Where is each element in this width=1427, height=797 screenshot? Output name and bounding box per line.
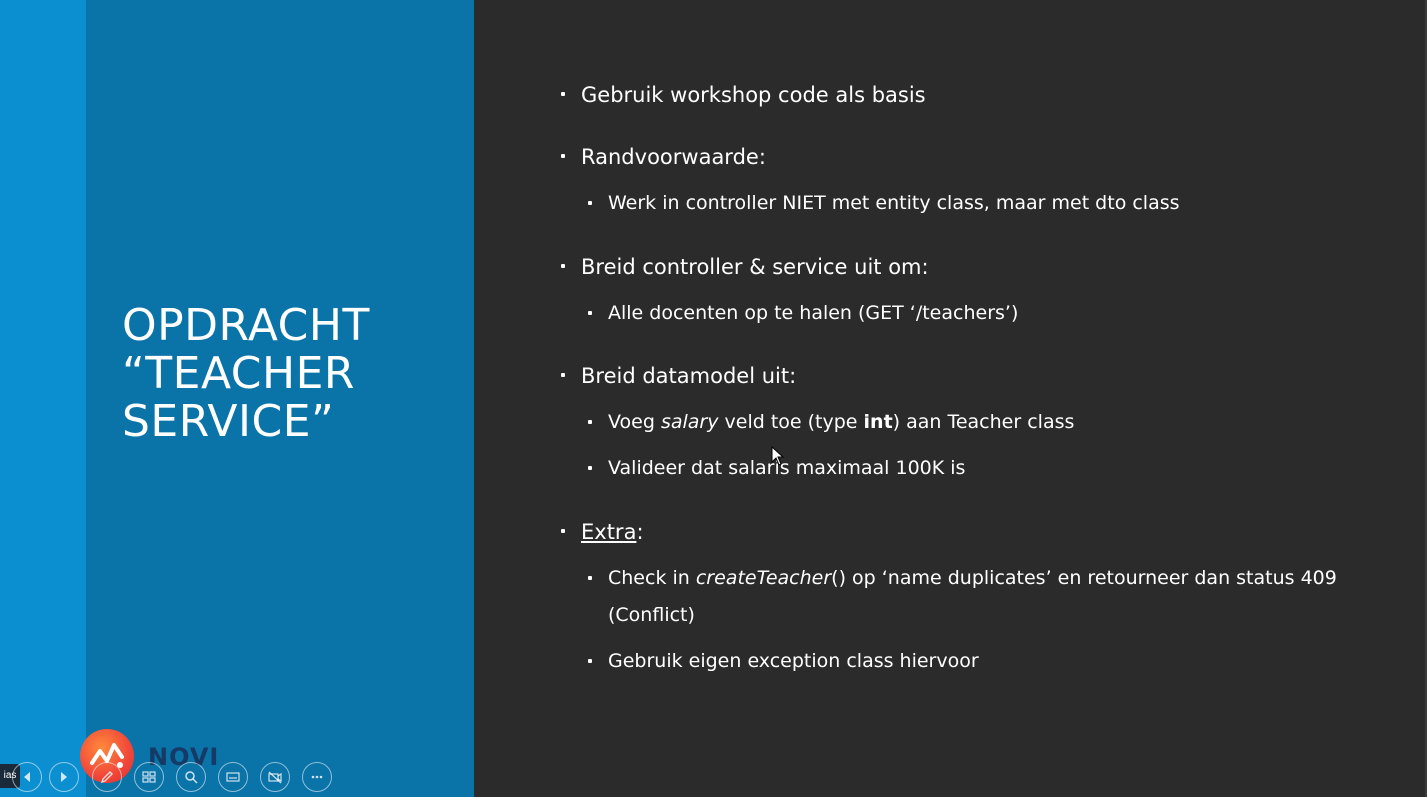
- bullet-dot-icon: [588, 576, 592, 580]
- bullet-datamodel: Breid datamodel uit:: [561, 364, 796, 388]
- pen-icon: [100, 771, 113, 784]
- bullet-dot-icon: [588, 311, 592, 315]
- subtitles-icon: [226, 772, 240, 782]
- subbullet-salary-field: Voeg salary veld toe (type int) aan Teac…: [588, 411, 1074, 433]
- bullet-dot-icon: [588, 659, 592, 663]
- bullet-workshop-code: Gebruik workshop code als basis: [561, 83, 926, 107]
- subbullet-validate-salary: Valideer dat salaris maximaal 100K is: [588, 457, 965, 479]
- previous-button[interactable]: [12, 762, 42, 792]
- bullet-dot-icon: [588, 466, 592, 470]
- subbullet-check-duplicates: Check in createTeacher() op ‘name duplic…: [588, 567, 1337, 589]
- bullet-extra: Extra:: [561, 520, 644, 544]
- accent-stripe: [0, 0, 86, 797]
- camera-button[interactable]: [260, 762, 290, 792]
- subbullet-check-duplicates-line2: (Conflict): [608, 604, 695, 626]
- bullet-dot-icon: [588, 420, 592, 424]
- more-icon: [311, 775, 323, 779]
- slides-icon: [142, 771, 156, 783]
- next-icon: [61, 772, 67, 782]
- subbullet-own-exception: Gebruik eigen exception class hiervoor: [588, 650, 979, 672]
- previous-icon: [24, 772, 30, 782]
- zoom-button[interactable]: [176, 762, 206, 792]
- bullet-controller-service: Breid controller & service uit om:: [561, 255, 929, 279]
- mouse-cursor-icon: [771, 446, 785, 466]
- bullet-dot-icon: [561, 529, 565, 533]
- slide-title-line-3: SERVICE”: [122, 396, 335, 447]
- subbullet-get-teachers: Alle docenten op te halen (GET ‘/teacher…: [588, 302, 1018, 324]
- zoom-icon: [185, 771, 198, 784]
- subbullet-dto-class: Werk in controller NIET met entity class…: [588, 192, 1180, 214]
- see-all-slides-button[interactable]: [134, 762, 164, 792]
- slide-title-line-2: “TEACHER: [122, 348, 355, 399]
- content-panel: [474, 0, 1427, 797]
- window-edge: [1425, 0, 1427, 797]
- bullet-randvoorwaarde: Randvoorwaarde:: [561, 145, 766, 169]
- next-button[interactable]: [49, 762, 79, 792]
- bullet-dot-icon: [588, 201, 592, 205]
- bullet-dot-icon: [561, 264, 565, 268]
- bullet-dot-icon: [561, 373, 565, 377]
- more-options-button[interactable]: [302, 762, 332, 792]
- slide-title: OPDRACHT “TEACHER SERVICE”: [122, 302, 462, 446]
- camera-off-icon: [268, 771, 282, 784]
- bullet-dot-icon: [561, 154, 565, 158]
- pen-button[interactable]: [92, 762, 122, 792]
- title-panel: [86, 0, 474, 797]
- subtitles-button[interactable]: [218, 762, 248, 792]
- presenter-toolbar: ias: [0, 760, 360, 794]
- slide-title-line-1: OPDRACHT: [122, 300, 370, 351]
- bullet-dot-icon: [561, 92, 565, 96]
